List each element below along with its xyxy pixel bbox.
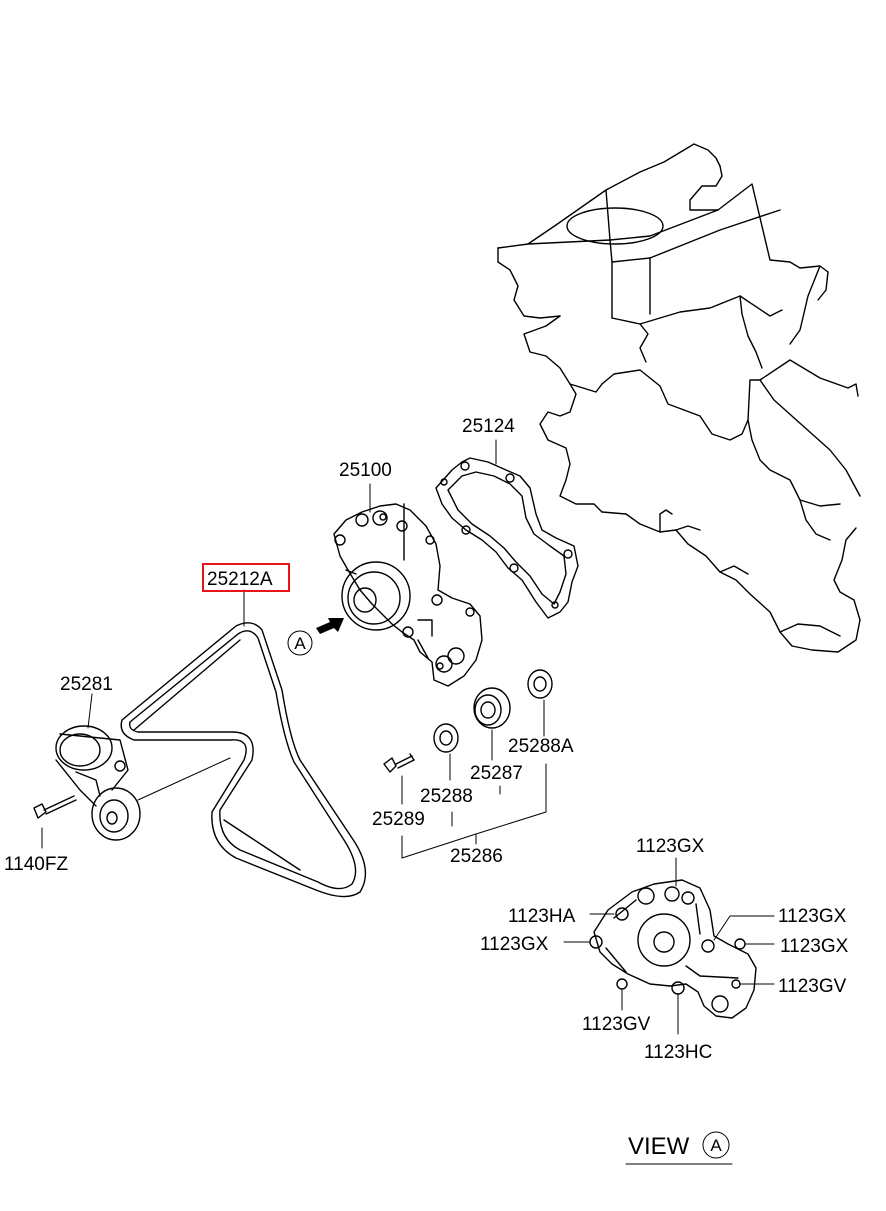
label-25212A: 25212A [207,569,273,590]
serpentine-belt-25212A [120,622,367,898]
view-caption-circle [702,1131,730,1159]
view-a-pump-body [589,879,757,1019]
label-25289: 25289 [372,809,425,830]
label-1123GX-top: 1123GX [636,836,705,857]
arrow-icon [316,618,344,634]
tensioner-25281 [55,725,141,841]
bracket-25286 [401,699,547,859]
seal-25288 [433,723,459,753]
leader-lines-upper [41,439,497,849]
label-1140FZ: 1140FZ [4,854,68,875]
seal-25288A [527,669,553,699]
view-caption-word: VIEW [628,1133,690,1160]
label-25288A: 25288A [508,736,574,757]
callout-a-letter: A [294,634,306,653]
water-pump-25100 [333,503,483,687]
label-1123GX-right1: 1123GX [778,906,847,927]
label-1123GX-right2: 1123GX [780,936,849,957]
gasket-25124 [435,457,579,619]
view-caption-letter: A [710,1136,722,1155]
label-25286: 25286 [450,846,503,867]
label-1123GV-left: 1123GV [582,1014,651,1035]
belt-tensioner-line [137,757,231,801]
label-1123GX-left: 1123GX [480,934,549,955]
label-25287: 25287 [470,763,523,784]
label-25100: 25100 [339,460,392,481]
view-a-caption: VIEW A [625,1131,733,1165]
engine-block-outline [497,143,861,653]
label-1123GV-right: 1123GV [778,976,847,997]
bolt-1140FZ [33,795,77,819]
label-25288: 25288 [420,786,473,807]
bolt-25289 [383,753,415,773]
bearing-25287 [473,687,511,729]
view-a-leader-lines [563,857,775,1035]
label-25281: 25281 [60,674,113,695]
label-25124: 25124 [462,416,515,437]
label-1123HC: 1123HC [644,1042,712,1063]
label-1123HA: 1123HA [508,906,576,927]
callout-a-circle: A [287,630,313,656]
highlight-box-25212A [202,563,290,592]
